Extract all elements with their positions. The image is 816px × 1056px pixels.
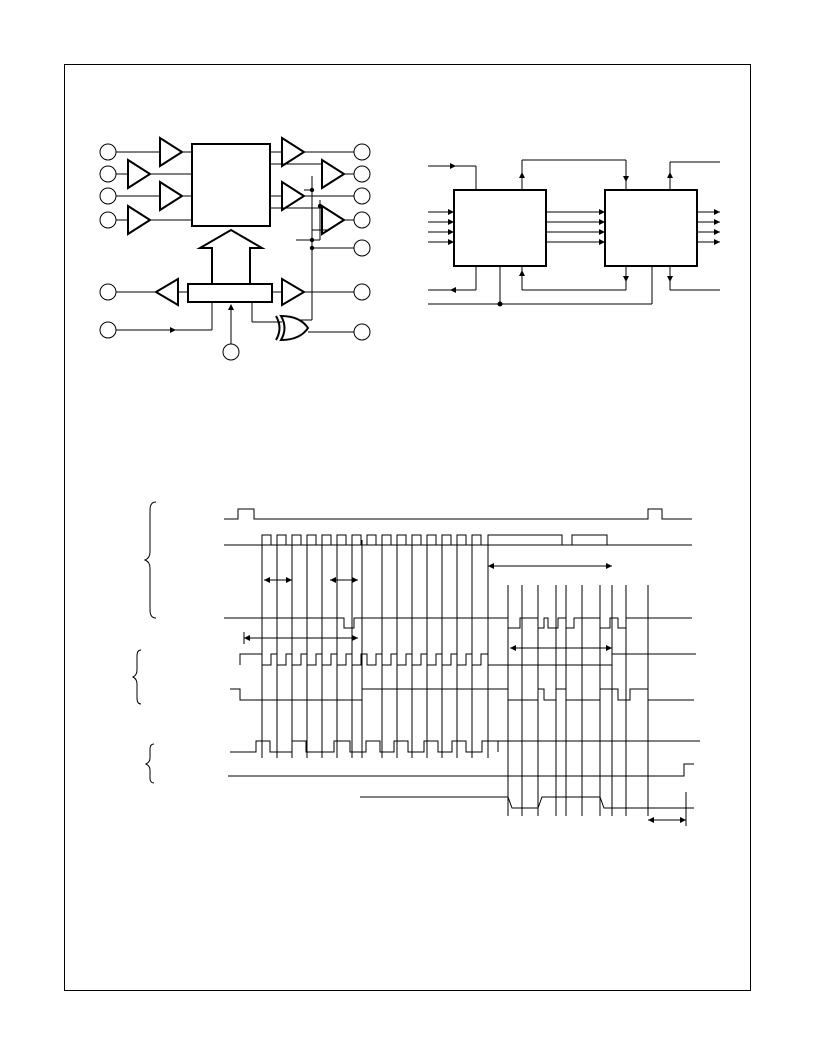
dim-e-arrow-right xyxy=(606,645,612,651)
timing-dimension-arrows xyxy=(243,563,687,826)
xor-output-pin xyxy=(353,323,371,341)
output-pin-1 xyxy=(353,143,371,161)
mode-pin xyxy=(222,343,240,361)
connection-diagram xyxy=(428,159,720,307)
wave-row-2 xyxy=(224,534,692,546)
dim-c-arrow-left xyxy=(488,563,494,569)
block-diagram xyxy=(99,136,371,361)
dim-f-arrow-left xyxy=(648,817,654,823)
input-pin-2 xyxy=(99,165,117,183)
input-pin-1 xyxy=(99,143,117,161)
control-pin-left xyxy=(99,283,117,301)
wave-row-8 xyxy=(360,796,694,809)
control-block xyxy=(187,283,273,303)
xor-gate xyxy=(279,314,310,342)
page-border-frame xyxy=(64,64,751,991)
brace-group-3 xyxy=(144,743,155,784)
dim-a-arrow-left xyxy=(264,577,270,583)
control-buffer-left xyxy=(154,277,179,307)
wave-row-7 xyxy=(228,763,694,777)
wave-row-1 xyxy=(224,508,692,520)
output-buffer-1 xyxy=(281,136,306,168)
output-pin-4 xyxy=(353,211,371,229)
bus-arrow xyxy=(196,228,266,285)
xor-gate-back xyxy=(275,315,281,341)
input-buffer-1 xyxy=(159,136,184,168)
timing-waveforms xyxy=(224,508,700,809)
timing-diagram xyxy=(131,501,700,826)
input-buffer-2 xyxy=(127,158,152,190)
wave-row-6 xyxy=(230,740,700,753)
brace-group-2 xyxy=(131,649,142,705)
dim-a-arrow-right xyxy=(286,577,292,583)
clock-pin xyxy=(99,321,117,339)
dim-b-arrow-left xyxy=(330,577,336,583)
register-block xyxy=(191,143,271,227)
timing-guide-lines xyxy=(261,540,649,816)
dim-f-arrow-right xyxy=(680,817,686,823)
dim-c-arrow-right xyxy=(606,563,612,569)
input-buffer-3 xyxy=(159,180,184,212)
output-pin-3 xyxy=(353,187,371,205)
control-buffer-right xyxy=(281,277,306,307)
wave-row-3 xyxy=(224,617,692,629)
output-buffer-2 xyxy=(321,158,346,190)
output-buffer-4 xyxy=(321,204,346,236)
input-pin-4 xyxy=(99,211,117,229)
input-pin-3 xyxy=(99,187,117,205)
output-pin-5 xyxy=(353,239,371,257)
device-block-left xyxy=(453,189,547,267)
dim-e-arrow-left xyxy=(510,645,516,651)
output-pin-2 xyxy=(353,165,371,183)
wave-row-5 xyxy=(230,688,694,701)
dim-d-arrow-left xyxy=(244,635,250,641)
output-buffer-3 xyxy=(281,180,306,212)
dim-b-arrow-right xyxy=(352,577,358,583)
wave-row-4 xyxy=(239,653,696,666)
control-pin-right xyxy=(353,283,371,301)
brace-group-1 xyxy=(143,501,157,619)
dim-d-arrow-right xyxy=(352,635,358,641)
device-block-right xyxy=(604,189,698,267)
input-buffer-4 xyxy=(127,204,152,236)
